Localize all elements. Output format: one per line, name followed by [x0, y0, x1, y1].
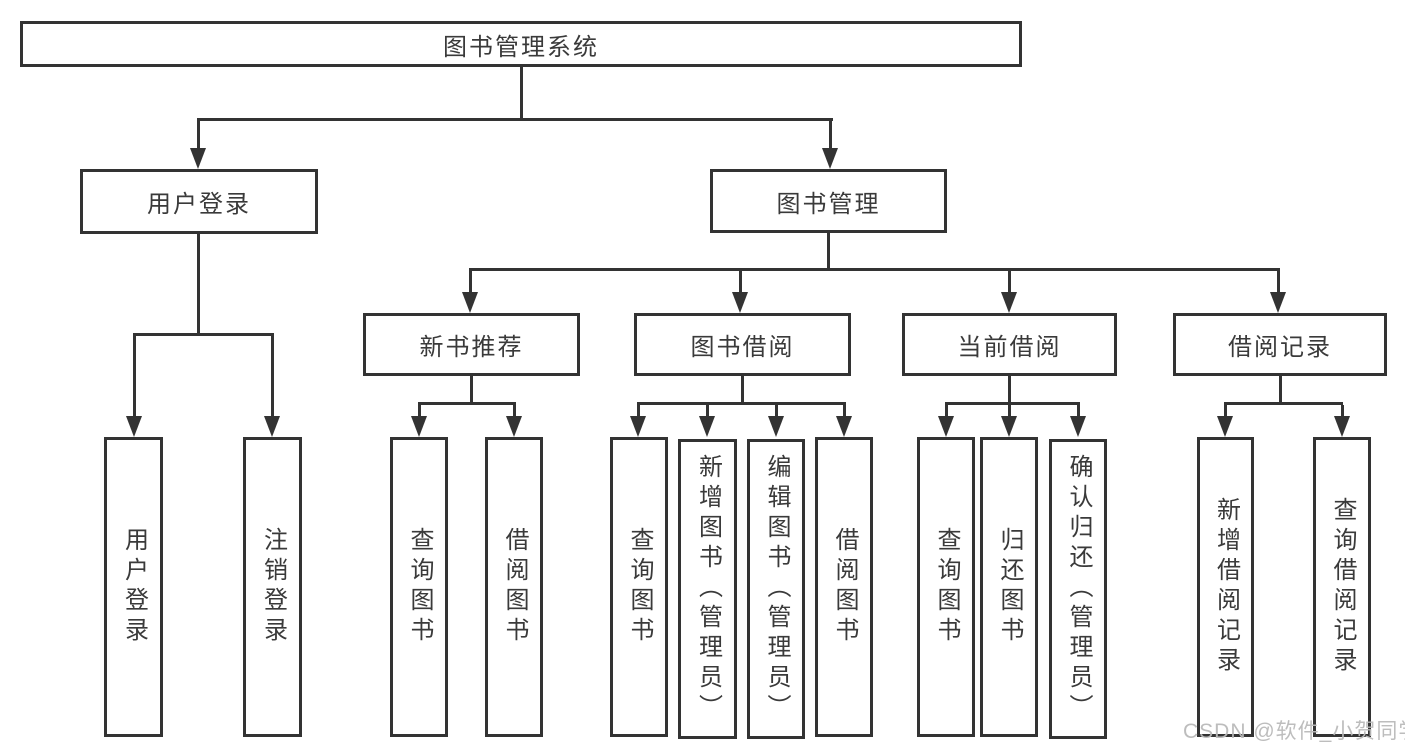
connector-root-branch	[197, 118, 833, 121]
node-current-borrow: 当前借阅	[902, 313, 1117, 376]
connector-mgmt-drop-1	[469, 271, 472, 293]
connector-nb-branch	[418, 402, 516, 405]
connector-user-branch	[133, 333, 274, 336]
arrowhead-icon	[1270, 292, 1286, 313]
node-root: 图书管理系统	[20, 21, 1022, 67]
csdn-watermark: CSDN @软件_小贺同学	[1183, 720, 1405, 743]
connector-cb-stem	[1008, 376, 1011, 405]
connector-bb-drop-1	[637, 405, 640, 417]
arrowhead-icon	[822, 148, 838, 169]
connector-mgmt-stem	[827, 233, 830, 271]
connector-bb-drop-2	[706, 405, 709, 417]
leaf-br-add-record: 新增借阅记录	[1197, 437, 1254, 737]
arrowhead-icon	[411, 416, 427, 437]
leaf-bb-edit-books-admin-label: 编辑图书（管理员）	[763, 454, 790, 724]
leaf-cb-confirm-return-admin-label: 确认归还（管理员）	[1065, 454, 1092, 724]
arrowhead-icon	[1001, 292, 1017, 313]
arrowhead-icon	[732, 292, 748, 313]
leaf-bb-borrow-books: 借阅图书	[815, 437, 873, 737]
arrowhead-icon	[1334, 416, 1350, 437]
node-book-borrow: 图书借阅	[634, 313, 851, 376]
node-current-borrow-label: 当前借阅	[957, 334, 1062, 361]
connector-nb-drop-2	[513, 405, 516, 417]
connector-br-drop-1	[1224, 405, 1227, 417]
arrowhead-icon	[126, 416, 142, 437]
node-book-management-label: 图书管理	[776, 190, 881, 218]
leaf-nb-query-books: 查询图书	[390, 437, 448, 737]
node-borrow-records-label: 借阅记录	[1228, 334, 1332, 361]
leaf-cb-query-books-label: 查询图书	[933, 527, 960, 647]
arrowhead-icon	[190, 148, 206, 169]
connector-mgmt-branch	[469, 268, 1280, 271]
leaf-br-add-record-label: 新增借阅记录	[1212, 497, 1240, 677]
connector-nb-drop-1	[418, 405, 421, 417]
leaf-cb-return-books-label: 归还图书	[996, 527, 1023, 647]
leaf-nb-borrow-books-label: 借阅图书	[501, 527, 528, 647]
connector-user-stem	[197, 234, 200, 336]
arrowhead-icon	[938, 416, 954, 437]
connector-br-stem	[1279, 376, 1282, 405]
arrowhead-icon	[630, 416, 646, 437]
arrowhead-icon	[1070, 416, 1086, 437]
connector-root-stem	[520, 67, 523, 121]
leaf-user-login: 用户登录	[104, 437, 163, 737]
leaf-user-login-label: 用户登录	[120, 527, 148, 647]
connector-root-right-drop	[829, 121, 832, 150]
arrowhead-icon	[264, 416, 280, 437]
connector-mgmt-drop-4	[1277, 271, 1280, 293]
connector-user-drop-2	[271, 336, 274, 416]
connector-mgmt-drop-3	[1008, 271, 1011, 293]
leaf-bb-add-books-admin: 新增图书（管理员）	[678, 439, 737, 739]
node-book-management: 图书管理	[710, 169, 947, 233]
arrowhead-icon	[462, 292, 478, 313]
connector-user-drop-1	[133, 336, 136, 416]
leaf-bb-edit-books-admin: 编辑图书（管理员）	[747, 439, 805, 739]
arrowhead-icon	[768, 416, 784, 437]
leaf-bb-query-books-label: 查询图书	[626, 527, 653, 647]
leaf-nb-borrow-books: 借阅图书	[485, 437, 543, 737]
leaf-logout-label: 注销登录	[259, 527, 287, 647]
leaf-cb-return-books: 归还图书	[980, 437, 1038, 737]
connector-root-left-drop	[197, 121, 200, 150]
connector-bb-branch	[637, 402, 846, 405]
leaf-bb-add-books-admin-label: 新增图书（管理员）	[694, 454, 722, 724]
leaf-br-query-record: 查询借阅记录	[1313, 437, 1371, 737]
arrowhead-icon	[506, 416, 522, 437]
leaf-cb-query-books: 查询图书	[917, 437, 975, 737]
connector-bb-stem	[741, 376, 744, 405]
leaf-br-query-record-label: 查询借阅记录	[1329, 497, 1356, 677]
leaf-bb-borrow-books-label: 借阅图书	[831, 527, 858, 647]
node-root-label: 图书管理系统	[443, 33, 599, 61]
arrowhead-icon	[1217, 416, 1233, 437]
leaf-nb-query-books-label: 查询图书	[406, 527, 433, 647]
connector-cb-drop-3	[1077, 405, 1080, 417]
connector-mgmt-drop-2	[739, 271, 742, 293]
node-new-book-recommend-label: 新书推荐	[419, 334, 524, 361]
arrowhead-icon	[1001, 416, 1017, 437]
connector-nb-stem	[470, 376, 473, 405]
connector-cb-drop-2	[1008, 405, 1011, 417]
node-user-login: 用户登录	[80, 169, 318, 234]
node-book-borrow-label: 图书借阅	[690, 334, 795, 361]
connector-bb-drop-4	[843, 405, 846, 417]
connector-br-drop-2	[1341, 405, 1344, 417]
leaf-cb-confirm-return-admin: 确认归还（管理员）	[1049, 439, 1107, 739]
connector-bb-drop-3	[775, 405, 778, 417]
leaf-bb-query-books: 查询图书	[610, 437, 668, 737]
node-new-book-recommend: 新书推荐	[363, 313, 580, 376]
connector-cb-branch	[945, 402, 1080, 405]
connector-br-branch	[1224, 402, 1343, 405]
node-borrow-records: 借阅记录	[1173, 313, 1387, 376]
connector-cb-drop-1	[945, 405, 948, 417]
arrowhead-icon	[699, 416, 715, 437]
arrowhead-icon	[836, 416, 852, 437]
leaf-logout: 注销登录	[243, 437, 302, 737]
node-user-login-label: 用户登录	[147, 191, 251, 218]
